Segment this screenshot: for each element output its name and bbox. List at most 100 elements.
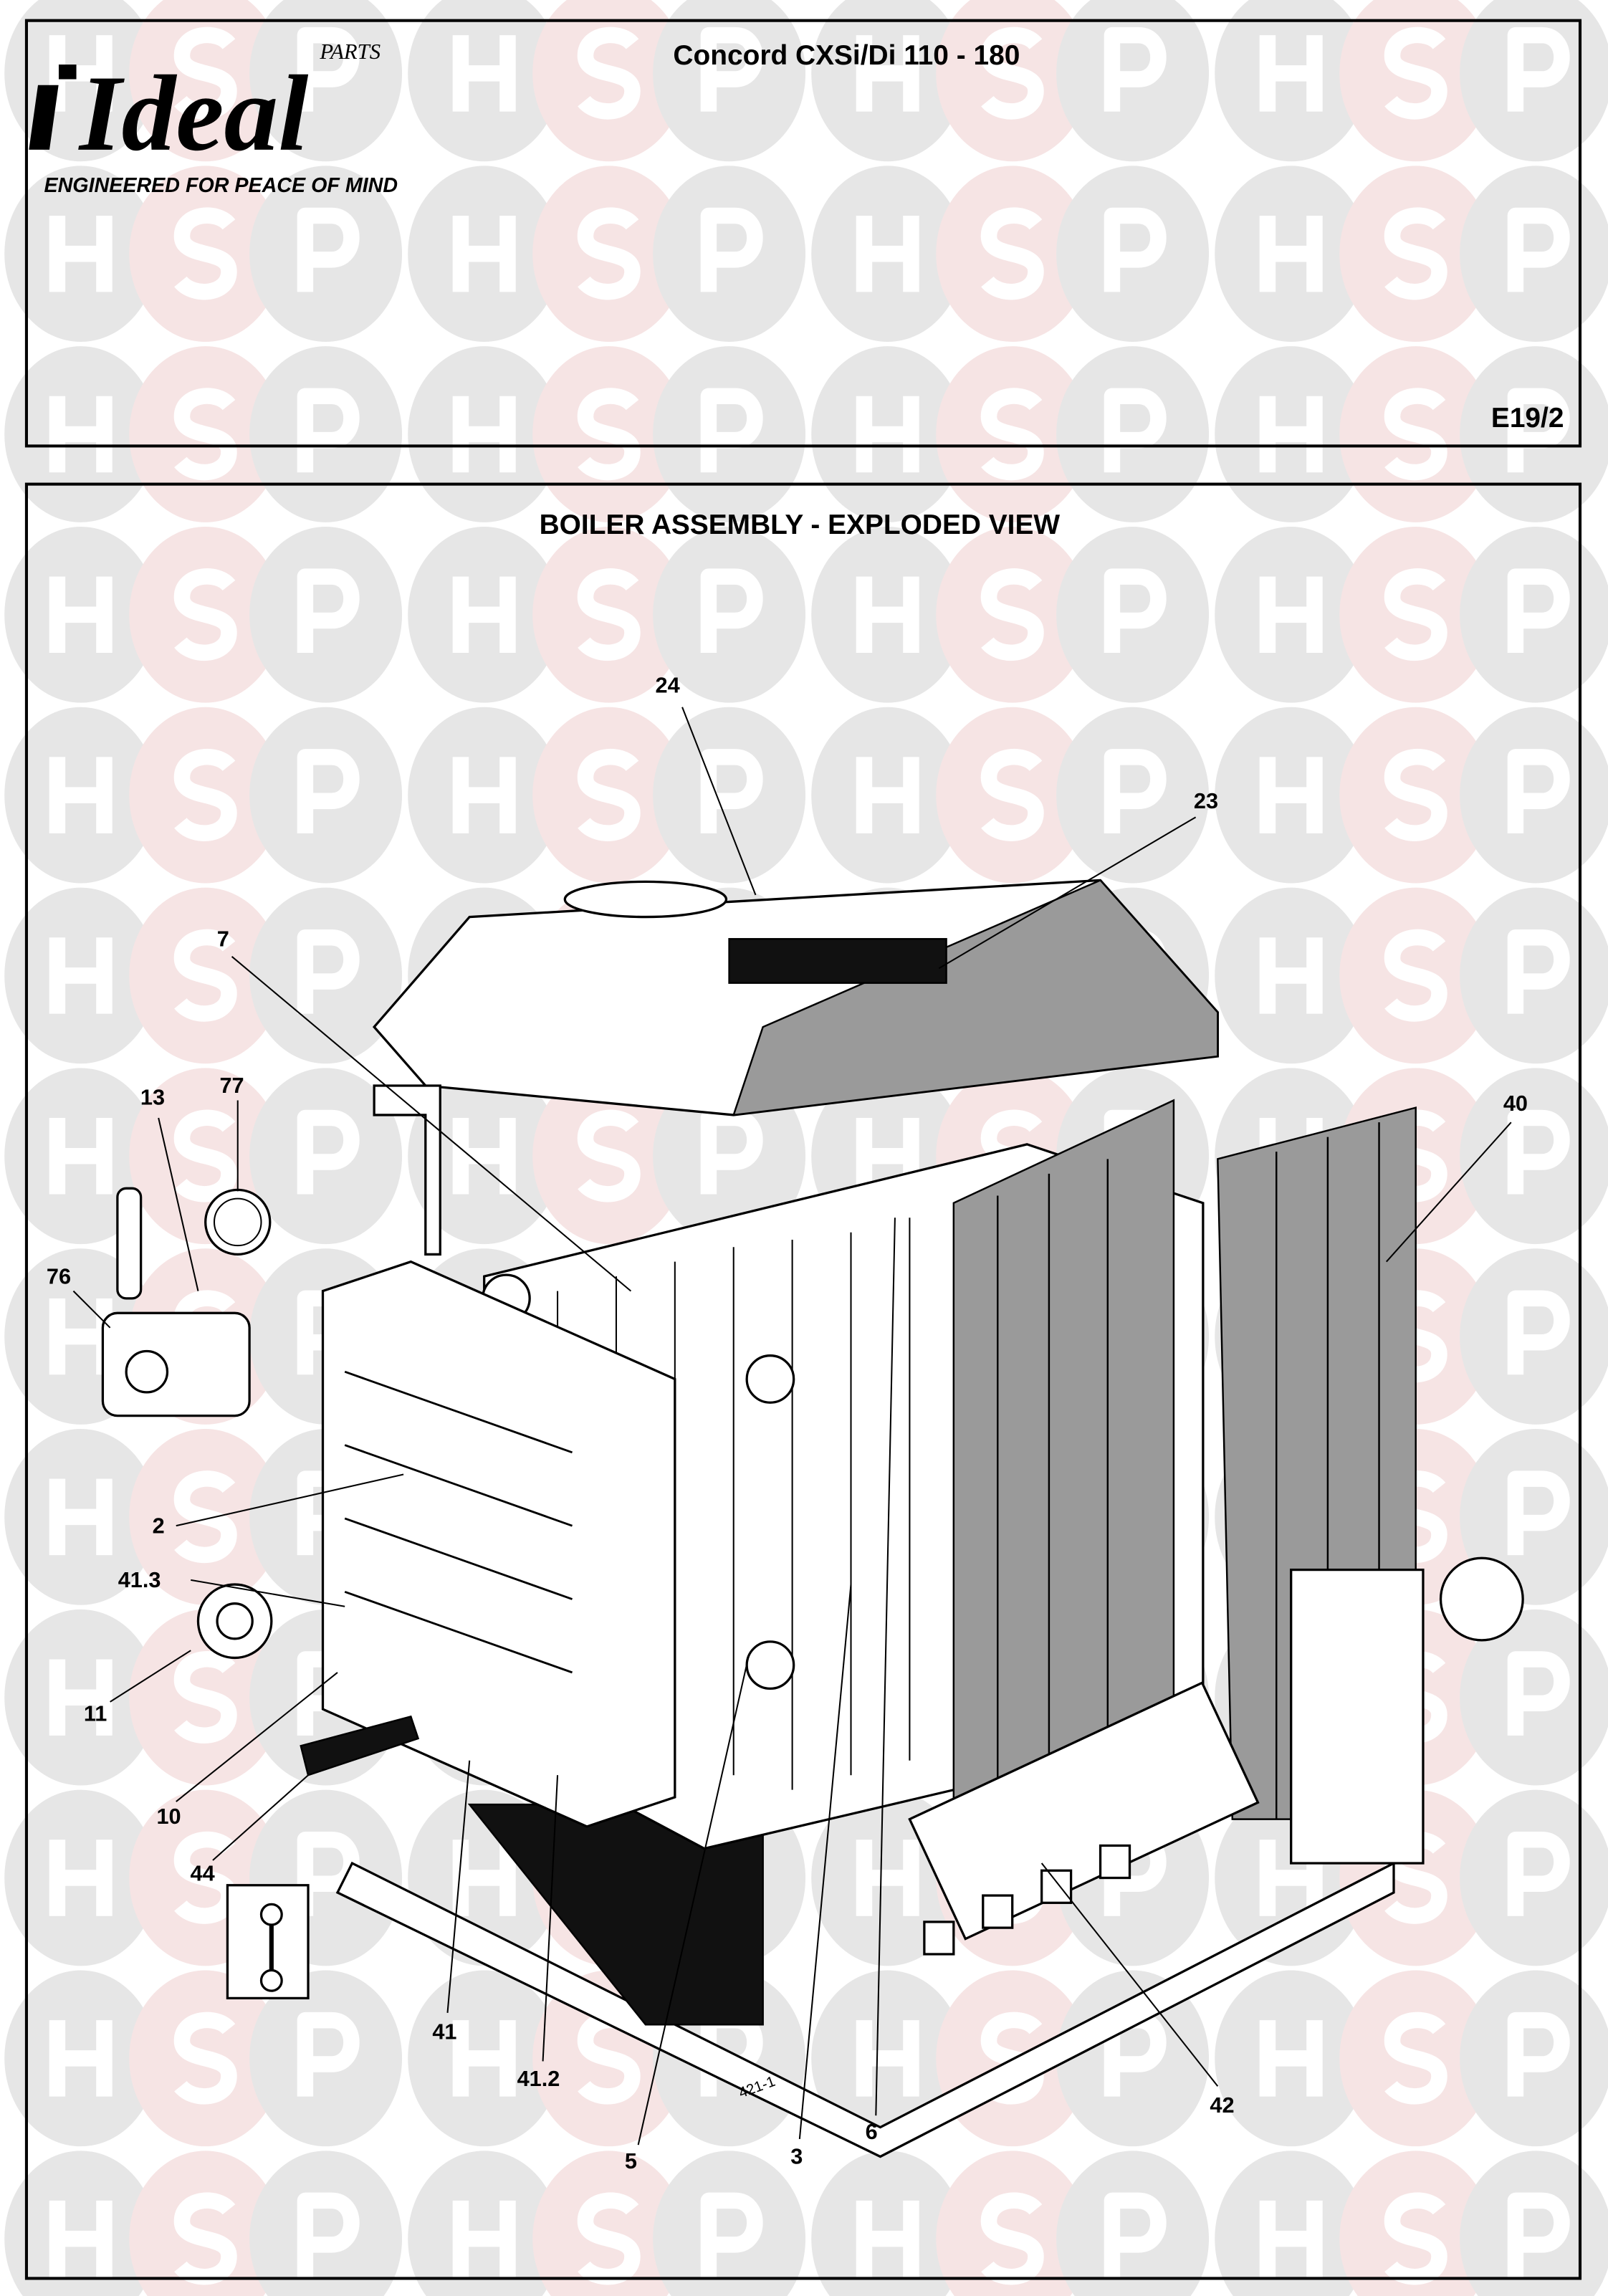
part-callout-42[interactable]: 42	[1210, 2092, 1234, 2118]
watermark-glyph	[1259, 396, 1323, 473]
watermark-glyph	[49, 2200, 113, 2277]
callout-leader-line	[681, 707, 757, 896]
part-callout-3[interactable]: 3	[790, 2144, 803, 2169]
part-callout-76[interactable]: 76	[47, 1263, 71, 1288]
watermark-glyph	[173, 1651, 237, 1743]
callout-leader-line	[446, 1760, 471, 2013]
callout-leader-line	[938, 816, 1197, 970]
burner-bar	[908, 1681, 1260, 1956]
watermark-glyph	[856, 576, 919, 654]
callout-leader-line	[1040, 1862, 1219, 2087]
diagram-frame	[24, 482, 1582, 2280]
callout-leader-line	[176, 1672, 338, 1802]
watermark-glyph	[1507, 1651, 1570, 1736]
part-callout-13[interactable]: 13	[140, 1085, 165, 1110]
hood-side	[732, 879, 1219, 1116]
part-callout-7[interactable]: 7	[217, 926, 229, 951]
watermark-glyph	[1507, 2192, 1570, 2277]
watermark-circle	[249, 2151, 403, 2296]
part-callout-11[interactable]: 11	[84, 1701, 107, 1726]
watermark-glyph	[173, 1109, 237, 1202]
callout-leader-line	[110, 1650, 191, 1703]
logo-tagline: ENGINEERED FOR PEACE OF MIND	[44, 174, 398, 197]
watermark-glyph	[452, 2020, 516, 2097]
watermark-glyph	[1507, 27, 1570, 112]
flue-spigot	[563, 880, 728, 919]
watermark-circle	[4, 2151, 158, 2296]
part-callout-40[interactable]: 40	[1503, 1091, 1528, 1116]
watermark-glyph	[1104, 568, 1167, 654]
watermark-glyph	[297, 207, 360, 292]
hood-skirt	[373, 1084, 441, 1256]
watermark-glyph	[700, 568, 763, 654]
watermark-glyph	[1507, 1290, 1570, 1375]
watermark-glyph	[1259, 2200, 1323, 2277]
watermark-glyph	[1507, 568, 1570, 654]
watermark-glyph	[1259, 215, 1323, 292]
part-callout-6[interactable]: 6	[866, 2119, 878, 2144]
watermark-glyph	[452, 1118, 516, 1195]
part-callout-2[interactable]: 2	[153, 1513, 165, 1538]
callout-leader-line	[542, 1775, 559, 2062]
part-callout-77[interactable]: 77	[219, 1073, 244, 1098]
callout-leader-line	[158, 1117, 199, 1291]
watermark-glyph	[1104, 749, 1167, 833]
gas-valve-inlet	[1439, 1556, 1524, 1642]
part-callout-24[interactable]: 24	[656, 672, 680, 697]
watermark-glyph	[577, 2192, 641, 2285]
base-tray	[335, 1861, 1395, 2158]
watermark-circle	[408, 2151, 561, 2296]
watermark-glyph	[297, 388, 360, 473]
watermark-glyph	[577, 388, 641, 481]
watermark-glyph	[1259, 937, 1323, 1014]
watermark-glyph	[1104, 388, 1167, 473]
watermark-circle	[1215, 2151, 1368, 2296]
watermark-glyph	[49, 1840, 113, 1916]
watermark-glyph	[297, 2192, 360, 2277]
watermark-glyph	[452, 757, 516, 833]
watermark-glyph	[1507, 207, 1570, 292]
watermark-glyph	[297, 1832, 360, 1916]
watermark-glyph	[577, 1109, 641, 1202]
part-callout-5[interactable]: 5	[625, 2148, 637, 2173]
watermark-glyph	[49, 396, 113, 473]
watermark-circle	[1460, 2151, 1608, 2296]
watermark-glyph	[980, 207, 1044, 300]
part-callout-41-3[interactable]: 41.3	[118, 1567, 161, 1592]
callout-leader-line	[1386, 1121, 1512, 1263]
part-callout-44[interactable]: 44	[191, 1861, 215, 1886]
watermark-glyph	[1259, 35, 1323, 112]
watermark-glyph	[49, 1118, 113, 1195]
watermark-glyph	[1507, 1470, 1570, 1556]
watermark-glyph	[1384, 27, 1447, 120]
part-callout-41[interactable]: 41	[432, 2019, 456, 2044]
watermark-glyph	[173, 27, 237, 120]
logo-brand: Ideal	[78, 53, 309, 173]
watermark-glyph	[173, 1470, 237, 1564]
watermark-glyph	[1507, 749, 1570, 833]
part-callout-10[interactable]: 10	[156, 1804, 181, 1829]
watermark-glyph	[173, 1831, 237, 1924]
return-flange	[196, 1583, 273, 1660]
watermark-glyph	[700, 27, 763, 112]
part-callout-41-2[interactable]: 41.2	[517, 2066, 560, 2091]
hood-cleaning-cover	[728, 938, 947, 984]
part-callout-23[interactable]: 23	[1194, 788, 1218, 813]
page-reference: E19/2	[1491, 403, 1564, 434]
callout-leaders	[72, 707, 1512, 2146]
watermark-glyph	[700, 749, 763, 833]
watermark-glyph	[297, 27, 360, 112]
callout-leader-line	[191, 1579, 345, 1607]
watermark-glyph	[577, 749, 641, 841]
watermark-glyph	[700, 207, 763, 292]
watermark-glyph	[49, 757, 113, 833]
callout-leader-line	[798, 1584, 852, 2140]
callout-leader-line	[212, 1774, 309, 1861]
watermark-glyph	[49, 1478, 113, 1556]
watermark-glyph	[1507, 388, 1570, 473]
gas-valve	[1290, 1568, 1425, 1865]
watermark-circle	[1056, 2151, 1210, 2296]
watermark-glyph	[1507, 1109, 1570, 1195]
watermark-circle	[936, 2151, 1089, 2296]
